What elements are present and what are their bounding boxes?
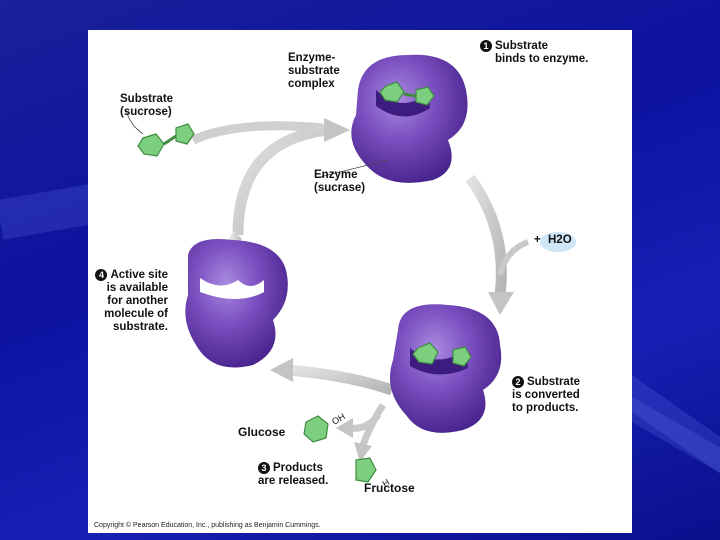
enzyme-label: Enzyme (sucrase) xyxy=(314,169,366,194)
arrow-bottom xyxy=(287,364,394,396)
complex-label: Enzyme- substrate complex xyxy=(288,52,340,90)
fructose-molecule xyxy=(355,457,377,483)
arrow-substrate-in xyxy=(191,121,324,145)
enzyme-cycle-diagram xyxy=(125,54,576,483)
water-label: H2O xyxy=(548,234,572,246)
arrow-right xyxy=(465,174,507,296)
fructose-label: Fructose xyxy=(364,481,415,495)
glucose-molecule xyxy=(303,415,329,443)
arrow-heads xyxy=(270,118,514,382)
arrow-water xyxy=(497,239,530,276)
water-bubble xyxy=(540,232,576,252)
arrow-head-fructose xyxy=(354,442,372,462)
glucose-label: Glucose xyxy=(238,425,286,439)
copyright-text: Copyright © Pearson Education, Inc., pub… xyxy=(94,522,321,529)
enzyme-products xyxy=(389,304,502,433)
enzyme-leader-line xyxy=(315,159,389,179)
step4-number: 4 xyxy=(95,269,108,281)
enzyme-complex xyxy=(351,54,468,183)
arrow-fructose-out xyxy=(359,403,386,447)
step3-number: 3 xyxy=(258,462,270,474)
sucrose-molecule xyxy=(125,109,195,157)
arrow-head-glucose xyxy=(336,418,353,438)
arrow-top-left xyxy=(232,124,329,236)
enzyme-free xyxy=(185,239,288,368)
step2-number: 2 xyxy=(512,376,524,388)
substrate-label: Substrate (sucrose) xyxy=(120,93,174,118)
step1-number: 1 xyxy=(480,40,492,52)
diagram-panel: Substrate (sucrose) Enzyme- substrate co… xyxy=(88,30,632,533)
water-plus: + xyxy=(534,234,541,246)
